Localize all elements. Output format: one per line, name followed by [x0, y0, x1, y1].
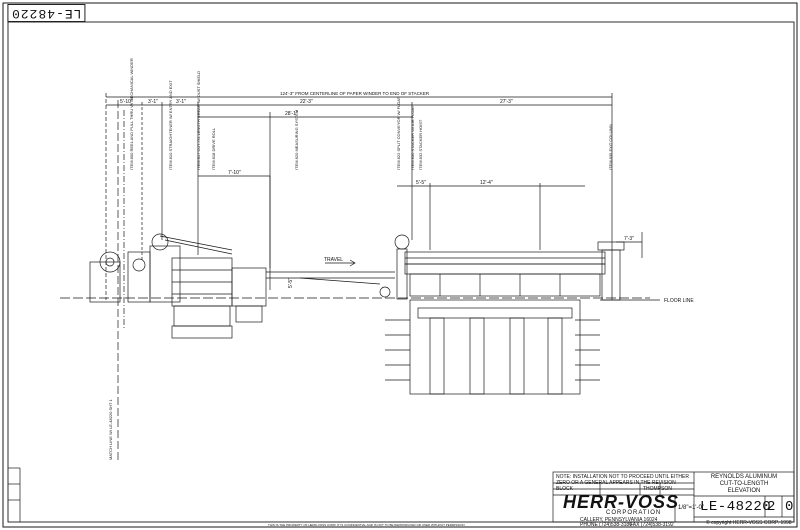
pinch-roll [132, 258, 146, 272]
pit-inner [417, 307, 573, 319]
sub-dim-3: 12'-4" [480, 180, 493, 186]
pit-leg [469, 317, 485, 395]
drawing-number: LE-48220 [700, 499, 772, 515]
company-logo: HERR-VOSS [563, 492, 680, 512]
pit-leg [547, 317, 563, 395]
drive-base [235, 305, 263, 323]
right-height-dim: 7'-3" [624, 236, 634, 242]
sub-dim-2: 7'-10" [228, 170, 241, 176]
conveyor-slope [299, 277, 381, 285]
segment-1-dim: 5'-10" [120, 99, 133, 105]
segment-5-dim: 27'-3" [500, 99, 513, 105]
revision-number: 0 [785, 499, 794, 515]
reel-coil [99, 251, 121, 273]
travel-label: TRAVEL [324, 257, 343, 263]
entry-wheel [379, 286, 391, 298]
sheet-number: 2 [767, 499, 776, 515]
pit-leg [429, 317, 445, 395]
stacker-frame [409, 273, 601, 297]
footer-note: THIS IS THE PROPERTY OF HERR-VOSS CORP. … [268, 523, 465, 527]
sub-dim-1: 28'-1" [285, 111, 298, 117]
title-line-1: REYNOLDS ALUMINUM [710, 474, 778, 480]
scale-value: 1/8"=1'-0" [678, 505, 704, 511]
callout-drive-roll: ITEM 818 DRIVE ROLL [211, 127, 216, 170]
company-fax: FAX (724)538-3192 [630, 522, 674, 528]
pit-leg [509, 317, 525, 395]
segment-4-dim: 22'-3" [300, 99, 313, 105]
callout-reel: ITEM 800 REEL AND PULL THRU W/ MECHANICA… [129, 58, 134, 170]
callout-straightener: ITEM 810 STRAIGHTENER W/ ENTRY AND EXIT [168, 80, 173, 170]
callout-hoist: ITEM 832 STACKER HOIST [418, 119, 423, 170]
drive-box [231, 267, 267, 307]
title-block-note: NOTE: INSTALLATION NOT TO PROCEED UNTIL … [556, 474, 689, 492]
callout-split-conveyor: ITEM 822 SPLIT CONVEYOR W/ FLOAT [396, 96, 401, 170]
exit-column-cap [597, 241, 625, 251]
shear-arm [164, 239, 233, 255]
entry-roll [394, 234, 410, 250]
title-line-2: CUT-TO-LENGTH [719, 481, 769, 487]
travel-arrow [325, 259, 356, 267]
callout-shear: ITEM 817 CUT-TO-LENGTH SHEAR W/ DUST SHI… [196, 71, 201, 170]
segment-3-dim: 3'-1" [176, 99, 186, 105]
segment-2-dim: 3'-1" [148, 99, 158, 105]
reel-coil-inner [105, 257, 115, 267]
straightener-base [173, 305, 231, 327]
sub-dim-4: 5'-5" [416, 180, 426, 186]
pinch-roll-housing [127, 251, 151, 303]
stacker-pit [409, 299, 581, 395]
callout-exit-column: ITEM 835 EXIT COLUMN [608, 124, 613, 170]
stacker-bed-lower [404, 263, 606, 275]
height-dim: 5'-5" [288, 278, 294, 288]
callout-stacker: ITEM 830 STACKER W/ AIR FLOAT [410, 105, 415, 170]
match-line-note: MATCH LINE W/ LE-48220 SHT 1 [108, 398, 113, 460]
shear-frame [149, 245, 181, 303]
overall-dimension: 124'-3" FROM CENTERLINE OF PAPER WINDER … [280, 91, 430, 96]
floor-line-label: FLOOR LINE [664, 298, 694, 304]
shear-roll [151, 233, 169, 251]
company-phone: PHONE (724)538-3180 [580, 522, 632, 528]
inner-border [7, 21, 795, 523]
mirrored-drawing-stamp: LE-48220 [7, 4, 86, 22]
title-block [552, 471, 795, 523]
reel-stand [89, 261, 121, 303]
company-address: CALLERY, PENNSYLVANIA 16024 [580, 517, 658, 523]
drawn-by: THOMPSON [643, 486, 672, 492]
callout-measuring: ITEM 820 MEASURING SYSTEM [294, 110, 299, 170]
title-line-3: ELEVATION [727, 488, 761, 494]
shear-arm [159, 235, 233, 251]
company-sub: CORPORATION [606, 510, 662, 516]
copyright: © copyright HERR-VOSS CORP. 1998 [706, 520, 792, 526]
left-pit [171, 325, 233, 339]
